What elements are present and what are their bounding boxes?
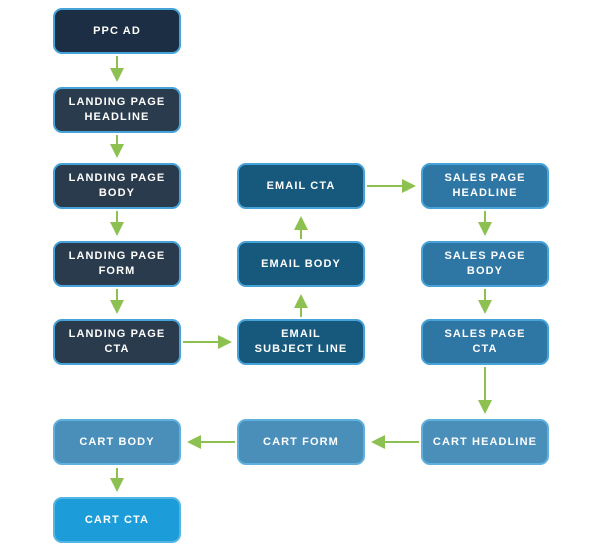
node-cart-cta: CART CTA [53, 497, 181, 543]
node-sales-page-cta: SALES PAGE CTA [421, 319, 549, 365]
node-email-cta: EMAIL CTA [237, 163, 365, 209]
node-cart-body: CART BODY [53, 419, 181, 465]
node-sales-page-headline: SALES PAGE HEADLINE [421, 163, 549, 209]
node-email-subject-line: EMAIL SUBJECT LINE [237, 319, 365, 365]
node-landing-page-body: LANDING PAGE BODY [53, 163, 181, 209]
node-email-body: EMAIL BODY [237, 241, 365, 287]
node-landing-page-form: LANDING PAGE FORM [53, 241, 181, 287]
node-cart-form: CART FORM [237, 419, 365, 465]
node-landing-page-headline: LANDING PAGE HEADLINE [53, 87, 181, 133]
node-cart-headline: CART HEADLINE [421, 419, 549, 465]
node-sales-page-body: SALES PAGE BODY [421, 241, 549, 287]
node-landing-page-cta: LANDING PAGE CTA [53, 319, 181, 365]
node-ppc-ad: PPC AD [53, 8, 181, 54]
